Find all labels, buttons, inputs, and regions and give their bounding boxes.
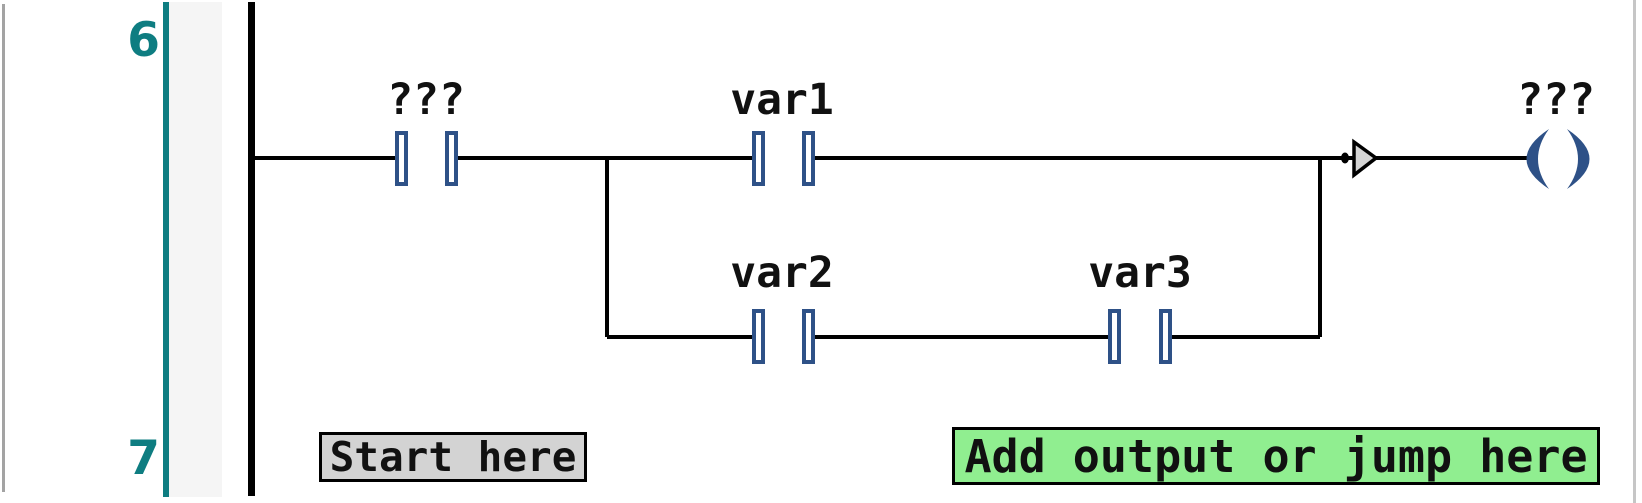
add-output-or-jump-button[interactable]: Add output or jump here bbox=[952, 427, 1600, 485]
rung-number-6[interactable]: 6 bbox=[127, 13, 160, 68]
connector-arrow-icon[interactable] bbox=[1352, 138, 1379, 179]
rung-wires bbox=[255, 156, 1529, 339]
start-here-button[interactable]: Start here bbox=[319, 432, 587, 482]
contact-unnamed-icon[interactable] bbox=[395, 131, 458, 186]
contact-var1-label[interactable]: var1 bbox=[730, 75, 834, 125]
rung-margin-panel bbox=[169, 2, 222, 497]
contact-var3-icon[interactable] bbox=[1108, 309, 1172, 364]
left-power-rail bbox=[248, 2, 255, 496]
contact-var2-label[interactable]: var2 bbox=[730, 248, 834, 298]
coil-icon[interactable] bbox=[1526, 129, 1590, 189]
contact-var2-icon[interactable] bbox=[752, 309, 815, 364]
editor-right-border bbox=[1633, 0, 1636, 503]
rung-number-7[interactable]: 7 bbox=[127, 431, 160, 486]
coil-label[interactable]: ??? bbox=[1517, 75, 1595, 125]
contact-unnamed-label[interactable]: ??? bbox=[387, 75, 465, 125]
contact-var3-label[interactable]: var3 bbox=[1088, 248, 1192, 298]
junction-dot bbox=[1341, 152, 1349, 164]
editor-left-border bbox=[2, 4, 5, 492]
contact-var1-icon[interactable] bbox=[752, 131, 815, 186]
rung-selection-bar[interactable] bbox=[163, 2, 169, 497]
